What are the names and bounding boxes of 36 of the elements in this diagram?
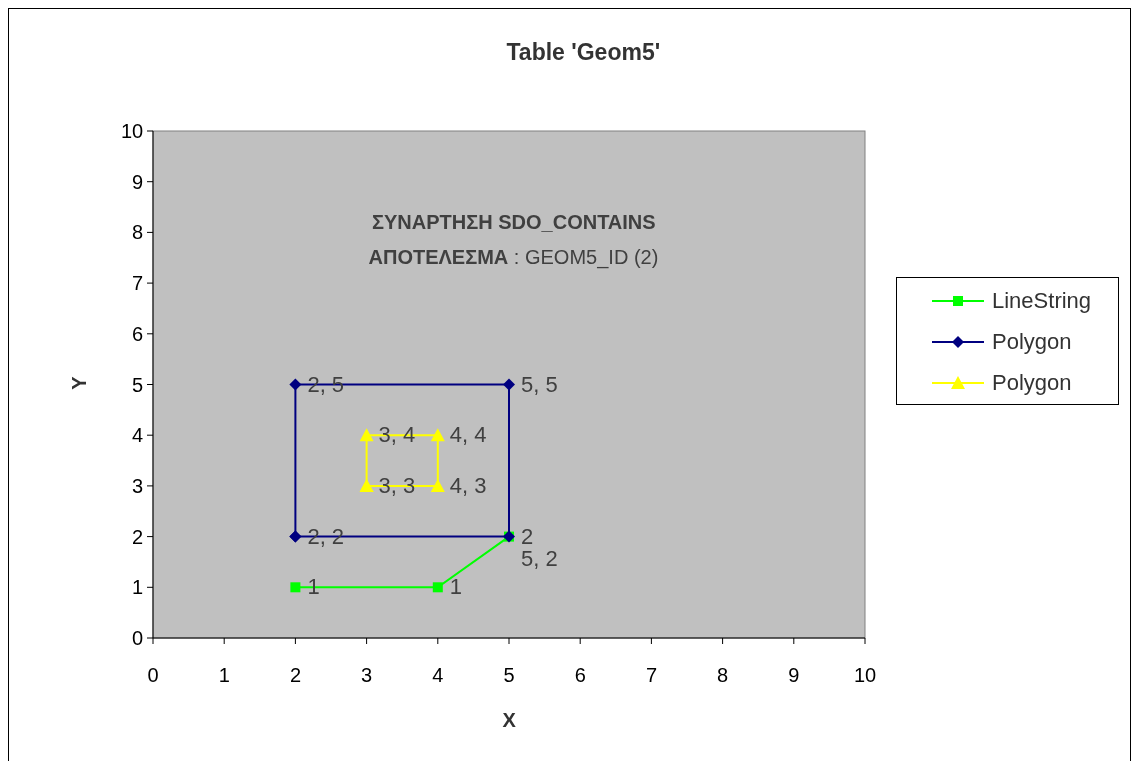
tick-label: 6	[574, 664, 586, 686]
tick-label: 4	[432, 664, 444, 686]
tick-label: 8	[132, 221, 144, 244]
tick-label: 10	[121, 120, 144, 142]
legend-label: Polygon	[992, 371, 1072, 395]
tick-label: 9	[132, 170, 144, 193]
legend-label: Polygon	[992, 330, 1072, 354]
data-label: 4, 4	[449, 423, 487, 448]
tick-label: 1	[132, 576, 144, 599]
tick-label: 1	[218, 664, 230, 686]
tick-label: 0	[132, 627, 144, 649]
data-label: 5, 5	[521, 372, 558, 397]
data-label: 1	[449, 575, 463, 600]
tick-label: 6	[132, 322, 144, 345]
chart-title: Table 'Geom5'	[506, 41, 661, 63]
tick-label: 7	[645, 664, 657, 686]
tick-label: 3	[361, 664, 373, 686]
chart-annotation: ΣΥΝΑΡΤΗΣΗ SDO_CONTAINS	[372, 210, 656, 234]
tick-label: 8	[717, 664, 729, 686]
tick-label: 2	[289, 664, 301, 686]
tick-label: 9	[788, 664, 800, 686]
tick-label: 7	[132, 272, 144, 295]
tick-label: 3	[132, 474, 144, 497]
axis-title: Y	[67, 375, 90, 390]
axis-title: X	[502, 709, 516, 731]
tick-label: 5	[132, 373, 144, 396]
tick-label: 4	[132, 424, 144, 447]
legend-label: LineString	[992, 289, 1092, 313]
tick-label: 0	[147, 664, 159, 686]
data-label: 5, 2	[521, 546, 558, 571]
tick-label: 5	[503, 664, 515, 686]
data-label: 2	[521, 524, 534, 549]
tick-label: 10	[854, 664, 877, 686]
tick-label: 2	[132, 525, 144, 548]
chart-annotation: ΑΠΟΤΕΛΕΣΜΑ : GEOM5_ID (2)	[368, 245, 659, 269]
data-label: 4, 3	[449, 473, 487, 498]
